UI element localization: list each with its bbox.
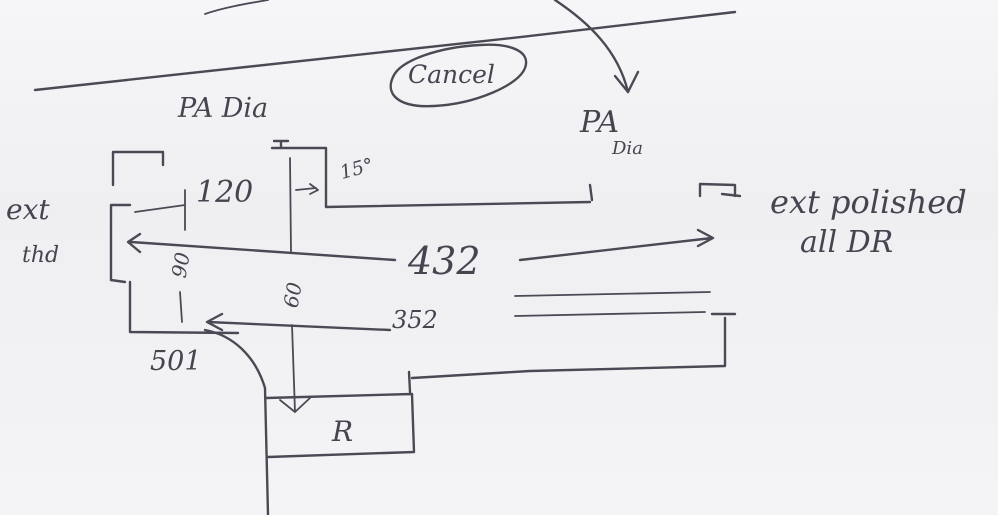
vertical-centerline bbox=[289, 157, 292, 253]
label-ext-right-1: ext polished bbox=[770, 183, 967, 221]
label-dia-right: Dia bbox=[612, 138, 643, 159]
label-90: 90 bbox=[166, 250, 195, 280]
label-ext-right-2: all DR bbox=[800, 225, 894, 260]
label-432: 432 bbox=[408, 239, 481, 283]
bottom-right-line bbox=[410, 312, 737, 380]
curved-arrow bbox=[553, 0, 630, 94]
arrow-60-head bbox=[279, 397, 311, 413]
label-r: R bbox=[332, 415, 354, 448]
cancel-circle bbox=[389, 43, 528, 108]
dimension-352 bbox=[205, 312, 392, 332]
bottom-box bbox=[264, 370, 416, 459]
label-pa-dia-left: PA Dia bbox=[178, 93, 269, 124]
dimension-432-right bbox=[518, 228, 715, 262]
label-pa-right: PA bbox=[580, 105, 620, 140]
label-60: 60 bbox=[278, 280, 307, 310]
top-stroke bbox=[204, 0, 269, 15]
mid-line-upper bbox=[514, 291, 711, 297]
label-352: 352 bbox=[392, 306, 438, 334]
curved-arrow-head bbox=[613, 70, 640, 94]
upper-end-tick bbox=[588, 183, 594, 202]
bottom-profile bbox=[203, 328, 270, 515]
dimension-120 bbox=[134, 183, 319, 231]
label-ext-left-2: thd bbox=[22, 243, 60, 268]
mid-line-lower bbox=[514, 311, 706, 317]
label-501: 501 bbox=[150, 346, 202, 377]
label-ext-left-1: ext bbox=[6, 193, 50, 226]
upper-diagonal-line bbox=[33, 10, 737, 92]
dimension-432-left bbox=[126, 232, 397, 262]
tick-90 bbox=[179, 291, 183, 323]
left-bracket-lower bbox=[109, 278, 240, 335]
label-120: 120 bbox=[196, 175, 254, 210]
upper-step-outline bbox=[270, 139, 592, 209]
right-ext-bracket bbox=[698, 182, 742, 198]
vertical-60-line bbox=[291, 324, 296, 413]
left-bracket bbox=[109, 150, 165, 282]
label-cancel: Cancel bbox=[408, 60, 495, 89]
